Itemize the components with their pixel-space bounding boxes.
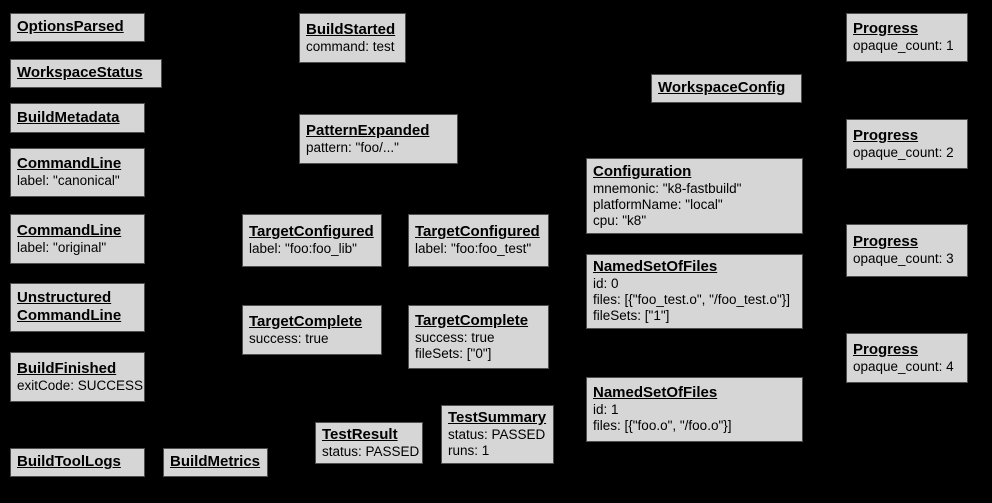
node-attribute: runs: 1 [448,443,490,458]
node-title: WorkspaceStatus [17,64,143,81]
node-attribute: label: "foo:foo_lib" [249,241,357,256]
node-attribute: status: PASSED [448,427,546,442]
node-attribute: label: "original" [17,239,107,255]
node-attribute: command: test [306,38,395,54]
node-title: CommandLine [17,307,122,324]
node-title: NamedSetOfFiles [593,384,718,401]
event-node-build-tool-logs: BuildToolLogs [10,448,145,477]
event-node-workspace-status: WorkspaceStatus [10,59,162,88]
node-title: BuildToolLogs [17,453,121,470]
node-title: Progress [853,340,919,358]
node-attribute: fileSets: ["1"] [593,308,670,323]
node-attribute: label: "foo:foo_test" [415,241,532,256]
node-attribute: label: "canonical" [17,173,120,188]
node-title: TargetComplete [249,312,363,330]
node-attribute: opaque_count: 3 [853,251,954,266]
node-title: Configuration [593,162,692,180]
event-node-options-parsed: OptionsParsed [10,13,145,42]
node-title: TargetConfigured [415,223,540,240]
node-title: OptionsParsed [17,18,124,35]
node-attribute: opaque_count: 4 [853,358,954,374]
node-attribute: success: true [249,330,329,346]
node-title: TestSummary [448,409,547,426]
node-attribute: exitCode: SUCCESS [17,377,144,393]
node-attribute: fileSets: ["0"] [415,345,492,361]
node-attribute: opaque_count: 1 [853,38,954,53]
node-attribute: platformName: "local" [593,196,723,212]
node-attribute: pattern: "foo/..." [306,139,399,155]
node-attribute: id: 0 [593,276,619,291]
node-attribute: mnemonic: "k8-fastbuild" [593,180,742,196]
node-title: BuildMetrics [170,453,261,470]
node-title: Progress [853,233,919,250]
node-title: BuildFinished [17,359,117,377]
event-node-build-metrics: BuildMetrics [163,448,268,477]
node-title: TargetComplete [415,311,529,329]
node-attribute: files: [{"foo.o", "/foo.o"}] [593,418,732,433]
node-attribute: opaque_count: 2 [853,144,954,160]
node-title: NamedSetOfFiles [593,258,718,275]
node-title: BuildStarted [306,20,396,38]
node-attribute: status: PASSED [322,443,420,459]
node-title: Progress [853,126,919,144]
node-attribute: id: 1 [593,402,619,417]
node-title: TestResult [322,425,398,443]
node-title: PatternExpanded [306,121,430,139]
node-title: Progress [853,20,919,37]
node-title: CommandLine [17,221,122,239]
event-node-workspace-config: WorkspaceConfig [651,74,802,103]
event-node-build-metadata: BuildMetadata [10,103,145,133]
node-title: WorkspaceConfig [658,79,786,96]
node-attribute: cpu: "k8" [593,212,647,228]
node-title: CommandLine [17,155,122,172]
node-attribute: success: true [415,329,495,345]
node-title: BuildMetadata [17,108,120,126]
node-title: Unstructured [17,289,112,306]
node-title: TargetConfigured [249,223,374,240]
node-attribute: files: [{"foo_test.o", "/foo_test.o"}] [593,292,791,307]
